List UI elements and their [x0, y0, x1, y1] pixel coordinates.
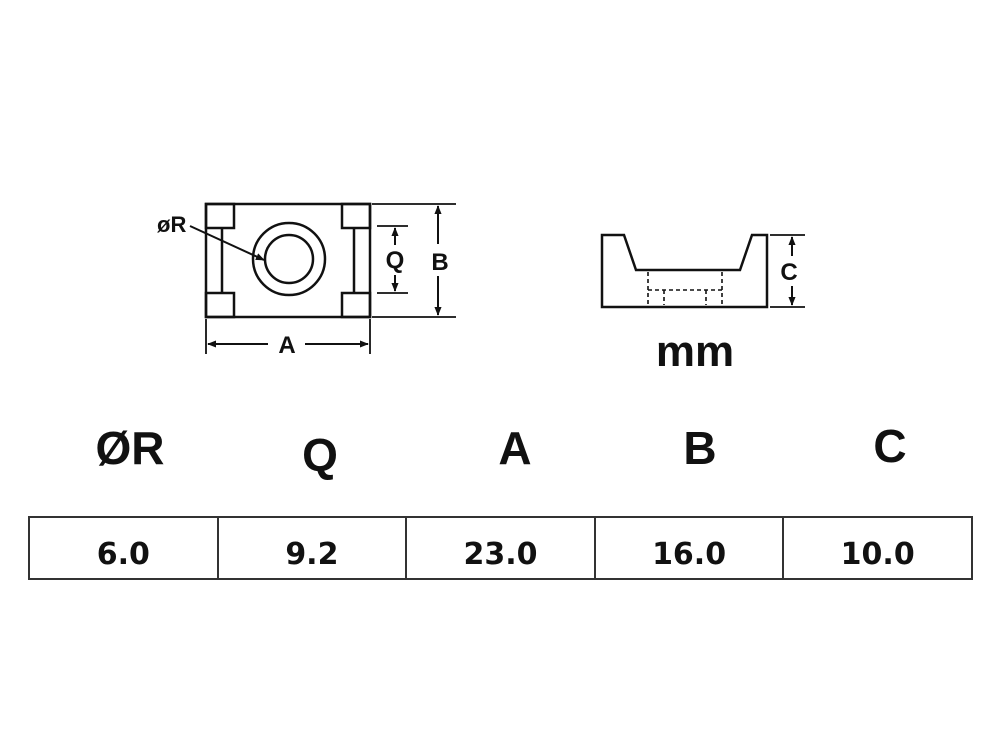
header-q: Q: [302, 429, 338, 481]
unit-label: mm: [655, 327, 735, 376]
side-view: [600, 233, 805, 309]
header-c: C: [873, 420, 907, 472]
header-a: A: [498, 422, 532, 474]
header-r: ØR: [95, 422, 165, 474]
side-view-profile: [600, 233, 769, 309]
hole-inner: [263, 233, 315, 285]
corner-slot: [204, 291, 236, 319]
value-r: 6.0: [28, 516, 219, 580]
value-c: 10.0: [782, 516, 973, 580]
corner-slot: [340, 291, 372, 319]
value-b: 16.0: [593, 516, 785, 580]
value-q: 9.2: [216, 516, 408, 580]
label-q: Q: [386, 247, 405, 274]
r-leader: [189, 225, 265, 261]
header-b: B: [683, 422, 717, 474]
value-a: 23.0: [405, 516, 596, 580]
corner-slot: [204, 202, 236, 230]
label-a: A: [278, 332, 295, 359]
top-view: [189, 202, 456, 354]
dimension-table: 6.0 9.2 23.0 16.0 10.0: [28, 516, 973, 580]
top-view-body: [204, 202, 372, 319]
label-b: B: [431, 249, 448, 276]
label-r: øR: [157, 212, 186, 237]
corner-slot: [340, 202, 372, 230]
hole-outer: [251, 221, 327, 297]
label-c: C: [780, 259, 797, 286]
table-row: 6.0 9.2 23.0 16.0 10.0: [28, 516, 973, 580]
